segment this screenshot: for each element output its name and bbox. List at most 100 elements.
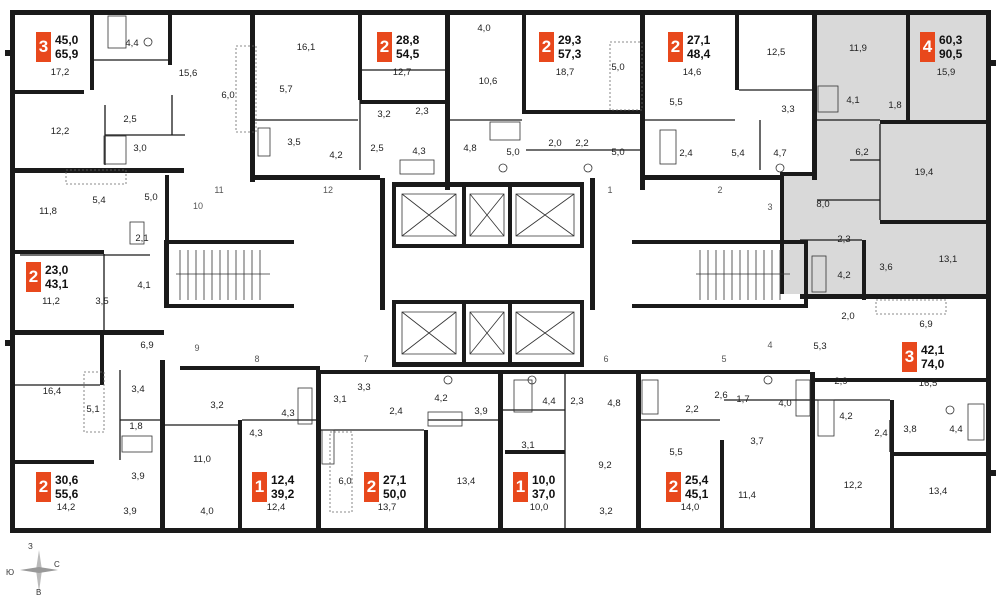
room-label: 4,3: [412, 146, 425, 157]
room-label: 1,7: [736, 394, 749, 405]
room-label: 4,0: [200, 506, 213, 517]
compass-rose-icon: [20, 550, 58, 592]
room-label: 5,0: [611, 62, 624, 73]
door-number: 7: [363, 354, 368, 364]
door-number: 2: [717, 185, 722, 195]
total-area: 37,0: [532, 487, 556, 501]
room-label: 12,5: [767, 47, 786, 58]
compass-east-label: В: [36, 588, 42, 597]
kitchen-zones: [65, 41, 947, 513]
living-area: 25,4: [685, 473, 709, 487]
partitions: [14, 59, 891, 530]
room-label: 11,2: [42, 296, 60, 307]
room-label: 2,4: [389, 406, 402, 417]
room-label: 11,0: [193, 454, 211, 465]
room-label: 11,9: [849, 43, 867, 54]
room-label: 5,0: [611, 147, 624, 158]
elevators: [401, 193, 575, 355]
compass-north-label: С: [54, 560, 60, 569]
room-label: 4,2: [839, 411, 852, 422]
room-label: 4,3: [249, 428, 262, 439]
living-area: 45,0: [55, 33, 79, 47]
room-label: 16,5: [919, 378, 938, 389]
door-numbers: 1 2 3 4 5 6 7 8 9 10 11 12: [193, 185, 773, 364]
door-number: 3: [767, 202, 772, 212]
room-label: 15,9: [937, 67, 956, 78]
room-label: 4,1: [846, 95, 859, 106]
room-label: 2,1: [135, 233, 148, 244]
exterior-walls: [5, 10, 996, 533]
room-label: 3,7: [750, 436, 763, 447]
room-label: 18,7: [556, 67, 575, 78]
bath-fixtures: [103, 15, 985, 465]
room-label: 12,4: [267, 502, 286, 513]
room-label: 5,4: [731, 148, 744, 159]
room-label: 4,4: [949, 424, 962, 435]
room-label: 5,0: [506, 147, 519, 158]
room-label: 4,7: [773, 148, 786, 159]
room-label: 2,4: [679, 148, 692, 159]
room-label: 3,2: [210, 400, 223, 411]
room-label: 12,2: [51, 126, 70, 137]
total-area: 65,9: [55, 47, 79, 61]
room-count: 1: [513, 472, 528, 502]
room-label: 2,4: [874, 428, 887, 439]
total-area: 50,0: [383, 487, 407, 501]
room-label: 13,7: [378, 502, 397, 513]
living-area: 23,0: [45, 263, 69, 277]
room-count: 2: [364, 472, 379, 502]
room-label: 16,4: [43, 386, 62, 397]
room-count: 2: [36, 472, 51, 502]
room-label: 3,5: [95, 296, 108, 307]
room-label: 12,7: [393, 67, 412, 78]
room-label: 2,2: [575, 138, 588, 149]
room-label: 12,2: [844, 480, 863, 491]
room-label: 16,1: [297, 42, 316, 53]
total-area: 74,0: [921, 357, 945, 371]
door-number: 5: [721, 354, 726, 364]
door-number: 12: [323, 185, 333, 195]
apartment-highlight[interactable]: [782, 12, 990, 294]
room-count: 2: [668, 32, 683, 62]
room-label: 11,4: [738, 490, 756, 501]
room-label: 4,2: [329, 150, 342, 161]
room-label: 1,8: [888, 100, 901, 111]
room-label: 5,5: [669, 97, 682, 108]
door-number: 9: [194, 343, 199, 353]
compass-south-label: Ю: [6, 568, 15, 577]
living-area: 27,1: [687, 33, 711, 47]
room-label: 3,3: [357, 382, 370, 393]
room-label: 3,1: [521, 440, 534, 451]
room-label: 4,1: [137, 280, 150, 291]
room-label: 13,4: [457, 476, 476, 487]
interior-walls: [14, 10, 990, 530]
room-label: 2,2: [685, 404, 698, 415]
door-number: 6: [603, 354, 608, 364]
living-area: 29,3: [558, 33, 582, 47]
room-label: 3,0: [133, 143, 146, 154]
room-label: 3,4: [131, 384, 144, 395]
room-label: 4,8: [463, 143, 476, 154]
room-label: 13,1: [939, 254, 958, 265]
total-area: 57,3: [558, 47, 582, 61]
total-area: 90,5: [939, 47, 963, 61]
room-label: 5,3: [813, 341, 826, 352]
room-label: 4,0: [477, 23, 490, 34]
room-label: 4,3: [281, 408, 294, 419]
room-label: 13,4: [929, 486, 948, 497]
room-label: 6,0: [338, 476, 351, 487]
room-label: 2,5: [370, 143, 383, 154]
